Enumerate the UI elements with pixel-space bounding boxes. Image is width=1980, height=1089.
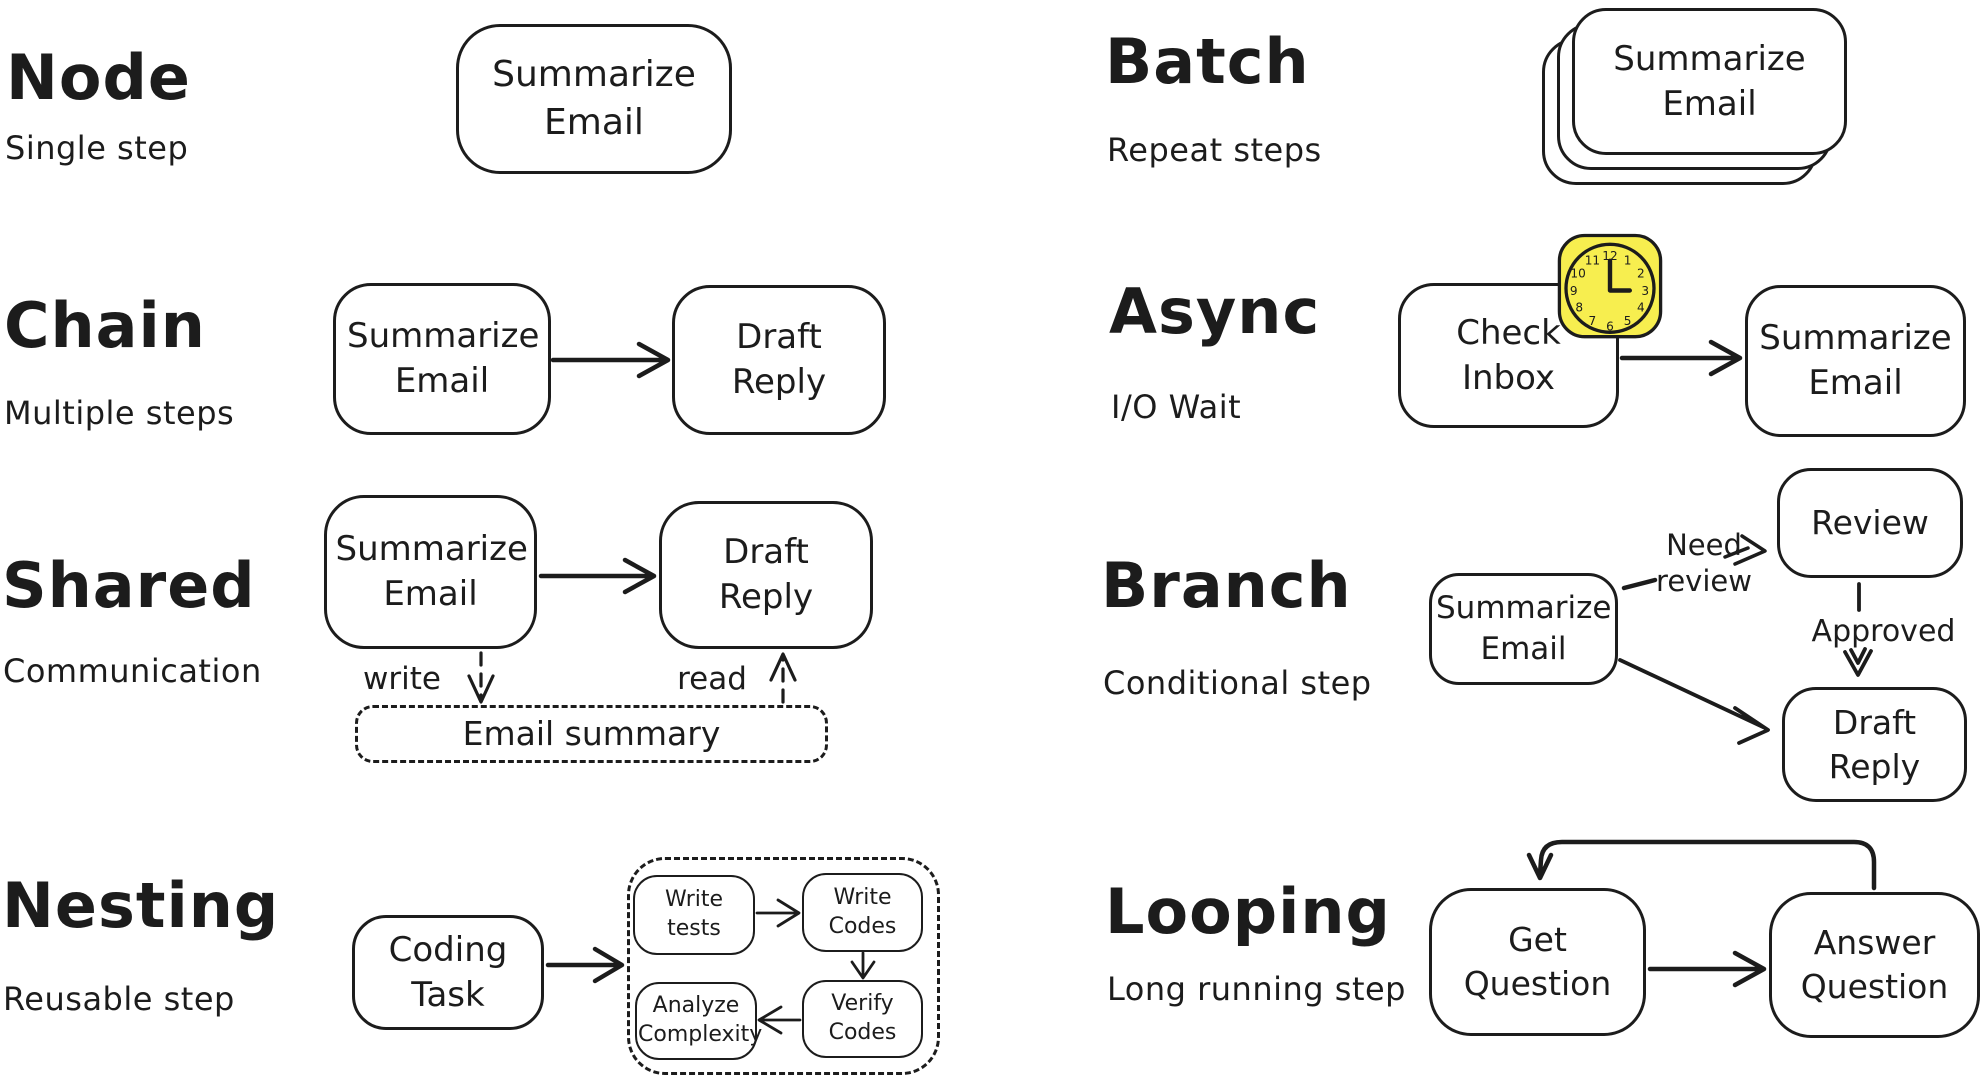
chain-box2-label: Draft Reply — [731, 317, 827, 402]
branch-diagonal-arrow — [1618, 658, 1770, 745]
nesting-subtitle: Reusable step — [3, 980, 235, 1018]
svg-text:8: 8 — [1575, 301, 1583, 315]
chain-arrow — [550, 341, 671, 379]
looping-box-get-question: Get Question — [1429, 888, 1646, 1036]
branch-box-summarize-email: Summarize Email — [1429, 573, 1618, 685]
nesting-write-tests-box: Write tests — [633, 875, 755, 955]
svg-text:5: 5 — [1624, 314, 1632, 328]
branch-box-review: Review — [1777, 468, 1963, 578]
async-box-summarize-email: Summarize Email — [1745, 285, 1966, 437]
svg-text:9: 9 — [1570, 284, 1578, 298]
svg-text:3: 3 — [1641, 284, 1649, 298]
looping-box1-label: Get Question — [1463, 920, 1612, 1003]
svg-text:6: 6 — [1606, 319, 1614, 333]
nesting-verify-codes-box: Verify Codes — [802, 980, 923, 1058]
nesting-task-label: Coding Task — [388, 929, 508, 1015]
batch-title: Batch — [1105, 25, 1310, 98]
shared-box2-label: Draft Reply — [718, 532, 814, 617]
chain-title: Chain — [4, 289, 206, 362]
svg-text:12: 12 — [1602, 249, 1617, 263]
branch-draft-label: Draft Reply — [1828, 702, 1921, 786]
nesting-analyze-complexity-label: Analyze Complexity — [638, 993, 763, 1047]
async-subtitle: I/O Wait — [1111, 388, 1242, 426]
looping-title: Looping — [1105, 875, 1391, 948]
shared-main-arrow — [538, 557, 657, 595]
shared-title: Shared — [2, 549, 256, 622]
async-arrow — [1619, 339, 1743, 377]
chain-subtitle: Multiple steps — [4, 394, 235, 432]
node-box: Summarize Email — [456, 24, 732, 174]
chain-box1-label: Summarize Email — [347, 316, 540, 401]
node-title: Node — [6, 41, 191, 114]
looping-subtitle: Long running step — [1107, 970, 1406, 1008]
branch-title: Branch — [1101, 549, 1352, 622]
svg-text:2: 2 — [1637, 267, 1645, 281]
node-subtitle: Single step — [5, 129, 189, 167]
branch-box-draft-reply: Draft Reply — [1782, 687, 1967, 802]
shared-read-arrowhead — [769, 652, 797, 682]
nesting-write-tests-label: Write tests — [664, 887, 724, 941]
nesting-analyze-complexity-box: Analyze Complexity — [635, 982, 763, 1060]
branch-source-label: Summarize Email — [1436, 590, 1612, 667]
looping-back-arrow — [1526, 839, 1877, 891]
svg-text:7: 7 — [1589, 314, 1597, 328]
async-title: Async — [1109, 275, 1321, 348]
batch-subtitle: Repeat steps — [1107, 131, 1322, 169]
nesting-task-box: Coding Task — [352, 915, 544, 1030]
shared-store-label: Email summary — [462, 714, 721, 754]
shared-box-draft-reply: Draft Reply — [659, 501, 873, 649]
nesting-container-box — [627, 857, 940, 1075]
nesting-write-codes-box: Write Codes — [802, 873, 923, 952]
svg-text:1: 1 — [1624, 253, 1632, 267]
shared-store-box: Email summary — [355, 705, 828, 763]
svg-text:4: 4 — [1637, 301, 1645, 315]
shared-write-arrowhead — [467, 674, 495, 704]
svg-text:10: 10 — [1570, 267, 1585, 281]
chain-box-summarize-email: Summarize Email — [333, 283, 551, 435]
branch-review-label: Review — [1811, 503, 1929, 543]
chain-box-draft-reply: Draft Reply — [672, 285, 886, 435]
nesting-title: Nesting — [2, 869, 280, 942]
async-box-check-inbox: Check Inbox — [1398, 283, 1619, 428]
branch-need-review-label: Need review — [1656, 528, 1752, 599]
batch-card-label: Summarize Email — [1613, 38, 1806, 124]
shared-box-summarize-email: Summarize Email — [324, 495, 537, 649]
branch-subtitle: Conditional step — [1103, 664, 1372, 702]
looping-box2-label: Answer Question — [1800, 923, 1949, 1006]
batch-card-front: Summarize Email — [1572, 8, 1847, 155]
looping-main-arrow — [1647, 950, 1767, 988]
shared-read-label: read — [677, 661, 747, 697]
shared-subtitle: Communication — [3, 652, 262, 690]
nesting-task-arrow — [545, 946, 625, 984]
nesting-write-codes-label: Write Codes — [828, 884, 897, 939]
nesting-verify-codes-label: Verify Codes — [828, 991, 897, 1045]
svg-text:11: 11 — [1585, 253, 1600, 267]
shared-write-label: write — [363, 661, 441, 697]
node-box-label: Summarize Email — [492, 54, 696, 143]
shared-box1-label: Summarize Email — [335, 529, 528, 614]
async-box2-label: Summarize Email — [1759, 318, 1952, 403]
clock-icon: 12 1 2 3 4 5 6 7 8 9 10 11 — [1557, 233, 1663, 339]
async-box1-label: Check Inbox — [1456, 312, 1561, 398]
looping-box-answer-question: Answer Question — [1769, 892, 1980, 1038]
branch-approved-label: Approved — [1811, 614, 1956, 649]
